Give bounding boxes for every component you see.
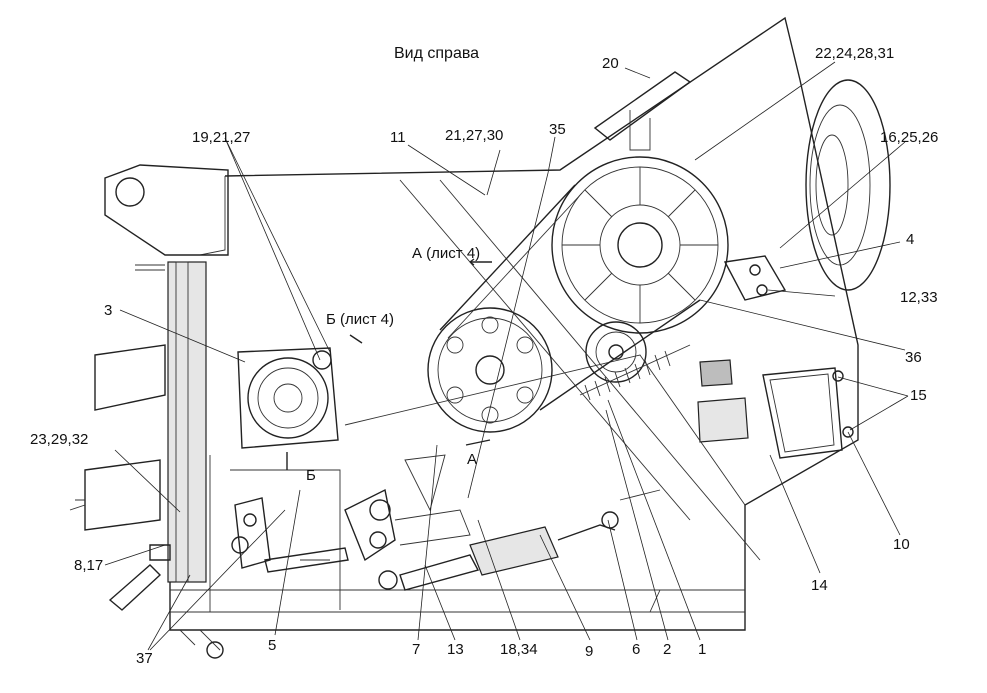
- callout-3: 3: [104, 302, 113, 319]
- callout-9: 9: [585, 643, 594, 660]
- middle-pulley: [427, 307, 553, 433]
- callout-20: 20: [602, 55, 619, 72]
- idler-pulley: [579, 321, 691, 401]
- callout-12-33: 12,33: [900, 289, 938, 306]
- hopper-plate: [593, 71, 692, 151]
- callout-10: 10: [893, 536, 910, 553]
- leader-lines: [104, 61, 909, 651]
- main-frame: [169, 16, 859, 631]
- callout-4: 4: [906, 231, 915, 248]
- callout-36: 36: [905, 349, 922, 366]
- lever-assembly: [231, 454, 471, 573]
- callout-7: 7: [412, 641, 421, 658]
- section-label-b-sheet: Б (лист 4): [326, 311, 395, 328]
- callout-6: 6: [632, 641, 641, 658]
- drive-belt: [439, 184, 701, 411]
- callout-13: 13: [447, 641, 464, 658]
- left-column: [69, 164, 229, 659]
- callout-2: 2: [663, 641, 672, 658]
- large-pulley: [551, 156, 729, 334]
- callout-1: 1: [698, 641, 707, 658]
- callout-35: 35: [549, 121, 566, 138]
- section-mark-a: А: [467, 451, 478, 468]
- callout-23-29-32: 23,29,32: [30, 431, 89, 448]
- bearing-housing: [237, 347, 339, 449]
- callout-19-21-27: 19,21,27: [192, 129, 251, 146]
- view-title: Вид справа: [394, 45, 480, 62]
- section-label-a-sheet: А (лист 4): [412, 245, 481, 262]
- callout-21-27-30: 21,27,30: [445, 127, 504, 144]
- callout-14: 14: [811, 577, 828, 594]
- section-mark-b: Б: [306, 467, 316, 484]
- callout-18-34: 18,34: [500, 641, 538, 658]
- tensioner-bracket: [723, 255, 787, 301]
- callout-22-24-28-31: 22,24,28,31: [815, 45, 895, 62]
- wheel: [805, 79, 891, 291]
- callout-11: 11: [390, 129, 406, 146]
- callout-15: 15: [910, 387, 927, 404]
- callout-37: 37: [136, 650, 153, 667]
- access-door: [697, 359, 854, 459]
- section-marks: [286, 258, 492, 470]
- callout-5: 5: [268, 637, 277, 654]
- callout-16-25-26: 16,25,26: [880, 129, 939, 146]
- hydraulic-cylinder: [378, 489, 661, 591]
- callout-8-17: 8,17: [74, 557, 104, 574]
